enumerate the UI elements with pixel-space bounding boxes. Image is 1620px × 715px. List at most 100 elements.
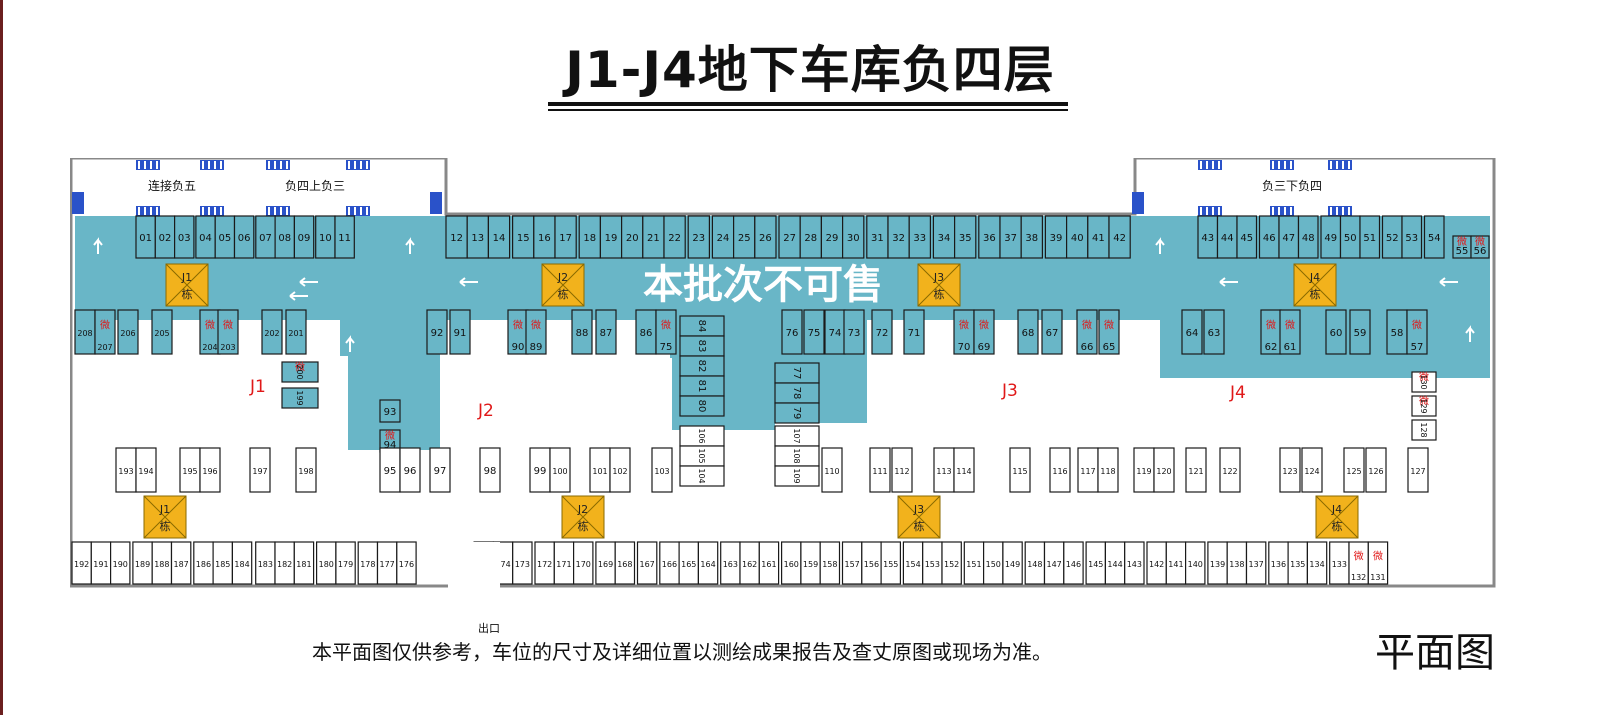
parking-space: 71 (903, 309, 925, 355)
parking-space-box (135, 447, 157, 493)
space-number: 181 (296, 560, 311, 569)
parking-space: 微 131 (1367, 541, 1389, 585)
space-number: 176 (399, 560, 414, 569)
parking-space: 146 (1063, 541, 1084, 585)
stripe-gap (268, 207, 270, 215)
mini-space-label: 微 (1373, 550, 1383, 563)
mini-space-label: 微 (295, 360, 305, 373)
building-core: J4栋 (1293, 263, 1337, 307)
parking-space-box (449, 309, 471, 355)
parking-space: 49 (1320, 215, 1342, 259)
mini-space-label: 微 (661, 318, 671, 331)
parking-space-box (754, 215, 777, 259)
core-cross (143, 495, 187, 539)
space-number: 189 (135, 560, 150, 569)
parking-space-box (233, 215, 255, 259)
parking-space: 67 (1041, 309, 1063, 355)
space-number: 80 (696, 400, 707, 413)
parking-space: 01 (135, 215, 156, 259)
parking-space-box (573, 541, 594, 585)
space-number: 18 (583, 233, 596, 244)
parking-space-box (843, 309, 865, 355)
stripe-gap (1284, 207, 1286, 215)
core-building-id: J2 (577, 503, 588, 516)
parking-space: 95 (379, 447, 401, 493)
stripe-block (1328, 206, 1352, 216)
space-number: 131 (1370, 573, 1385, 582)
parking-space: 183 (255, 541, 276, 585)
parking-space: 145 (1085, 541, 1106, 585)
space-number: 71 (908, 328, 921, 339)
space-number: 44 (1221, 233, 1234, 244)
parking-space-box (973, 309, 995, 355)
arrow-icon (459, 277, 478, 287)
parking-space-box (903, 309, 925, 355)
space-number: 201 (288, 329, 303, 338)
parking-space: 40 (1065, 215, 1089, 259)
space-number: 149 (1005, 560, 1020, 569)
parking-space: 155 (880, 541, 901, 585)
stripe-gap (1342, 161, 1344, 169)
space-number: 88 (576, 328, 589, 339)
parking-space: 127 (1407, 447, 1429, 493)
space-number: 146 (1066, 560, 1081, 569)
building-core: J2栋 (541, 263, 585, 307)
parking-space-box (1411, 395, 1437, 417)
parking-space-box (1108, 215, 1131, 259)
space-number: 66 (1081, 342, 1094, 353)
stripe-block (200, 160, 224, 170)
parking-space-box (1097, 447, 1119, 493)
parking-space-box (479, 447, 501, 493)
parking-space: 149 (1002, 541, 1023, 585)
space-number: 58 (1391, 328, 1404, 339)
space-number: 177 (380, 560, 395, 569)
parking-space: 153 (922, 541, 943, 585)
space-number: 46 (1263, 233, 1276, 244)
ramp-stripe (1270, 206, 1294, 216)
space-number: 68 (1022, 328, 1035, 339)
parking-space: 18 (578, 215, 602, 259)
parking-space: 63 (1203, 309, 1225, 355)
parking-space: 27 (778, 215, 801, 259)
parking-space: 187 (170, 541, 192, 585)
ramp-side-stripe (430, 192, 442, 214)
parking-space-box (281, 361, 319, 383)
space-number: 163 (723, 560, 738, 569)
parking-space-box (117, 309, 139, 355)
parking-space: 133 (1329, 541, 1350, 585)
space-number: 126 (1368, 467, 1383, 476)
parking-space-box (1002, 541, 1023, 585)
parking-space: 46 (1258, 215, 1280, 259)
space-number: 54 (1428, 233, 1441, 244)
parking-space: 162 (739, 541, 760, 585)
space-number: 61 (1284, 342, 1297, 353)
space-number: 196 (202, 467, 217, 476)
parking-space: 39 (1044, 215, 1068, 259)
parking-space: 147 (1043, 541, 1065, 585)
space-number: 169 (598, 560, 613, 569)
space-number: 39 (1050, 233, 1063, 244)
parking-space: 194 (135, 447, 157, 493)
space-number: 180 (319, 560, 334, 569)
stripe-block (266, 206, 290, 216)
ramp-side-stripe (1132, 192, 1144, 214)
ramp-label-b4-up: 负四上负三 (285, 179, 345, 193)
stripe-gap (1348, 207, 1350, 215)
space-number: 127 (1410, 467, 1425, 476)
parking-space-box (1359, 215, 1381, 259)
mini-space-label: 微 (1419, 370, 1429, 383)
parking-space: 36 (978, 215, 1001, 259)
parking-space-box (1041, 309, 1063, 355)
parking-space: 108 (774, 445, 820, 467)
parking-space: 51 (1359, 215, 1381, 259)
space-number: 138 (1229, 560, 1244, 569)
parking-space: 182 (274, 541, 295, 585)
stripe-gap (366, 207, 368, 215)
parking-space-box (1076, 309, 1098, 355)
stripe-gap (144, 207, 146, 215)
parking-space: 181 (293, 541, 315, 585)
parking-space: 118 (1097, 447, 1119, 493)
parking-space: 09 (293, 215, 315, 259)
space-number: 98 (484, 466, 497, 477)
